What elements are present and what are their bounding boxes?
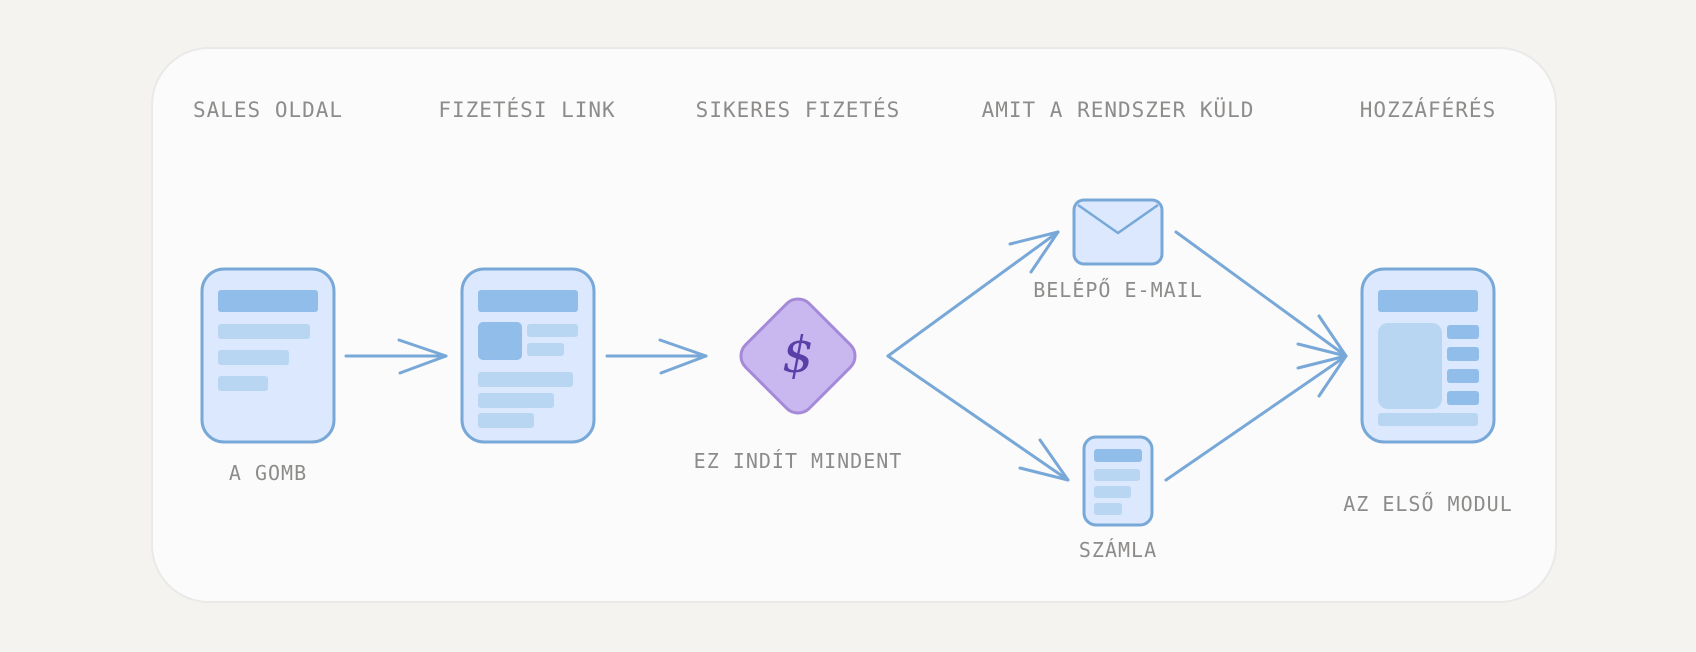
caption-button: A GOMB xyxy=(228,461,308,485)
diagram-card xyxy=(151,47,1557,603)
arrow-payment-to-invoice xyxy=(886,354,1070,482)
arrow-sales-to-payment-link xyxy=(344,338,448,375)
invoice-icon xyxy=(1082,435,1154,527)
heading-system-sends: AMIT A RENDSZER KÜLD xyxy=(981,98,1255,122)
course-module-icon xyxy=(1360,267,1496,444)
checkout-page-icon xyxy=(460,267,596,444)
arrow-email-to-module xyxy=(1174,230,1348,358)
arrow-invoice-to-module xyxy=(1164,354,1348,482)
heading-sales-page: SALES OLDAL xyxy=(192,98,344,122)
heading-successful-payment: SIKERES FIZETÉS xyxy=(695,98,901,122)
envelope-icon xyxy=(1072,198,1164,266)
caption-invoice: SZÁMLA xyxy=(1078,538,1158,562)
arrow-payment-to-email xyxy=(886,230,1060,358)
caption-login-email: BELÉPŐ E-MAIL xyxy=(1033,278,1203,302)
caption-first-module: AZ ELSŐ MODUL xyxy=(1343,492,1513,516)
dollar-diamond-icon: $ xyxy=(739,297,857,415)
payment-symbol: $ xyxy=(782,326,814,384)
document-page-icon xyxy=(200,267,336,444)
heading-access: HOZZÁFÉRÉS xyxy=(1359,98,1497,122)
caption-trigger: EZ INDÍT MINDENT xyxy=(693,449,903,473)
arrow-payment-link-to-payment xyxy=(605,338,708,375)
heading-payment-link: FIZETÉSI LINK xyxy=(438,98,616,122)
